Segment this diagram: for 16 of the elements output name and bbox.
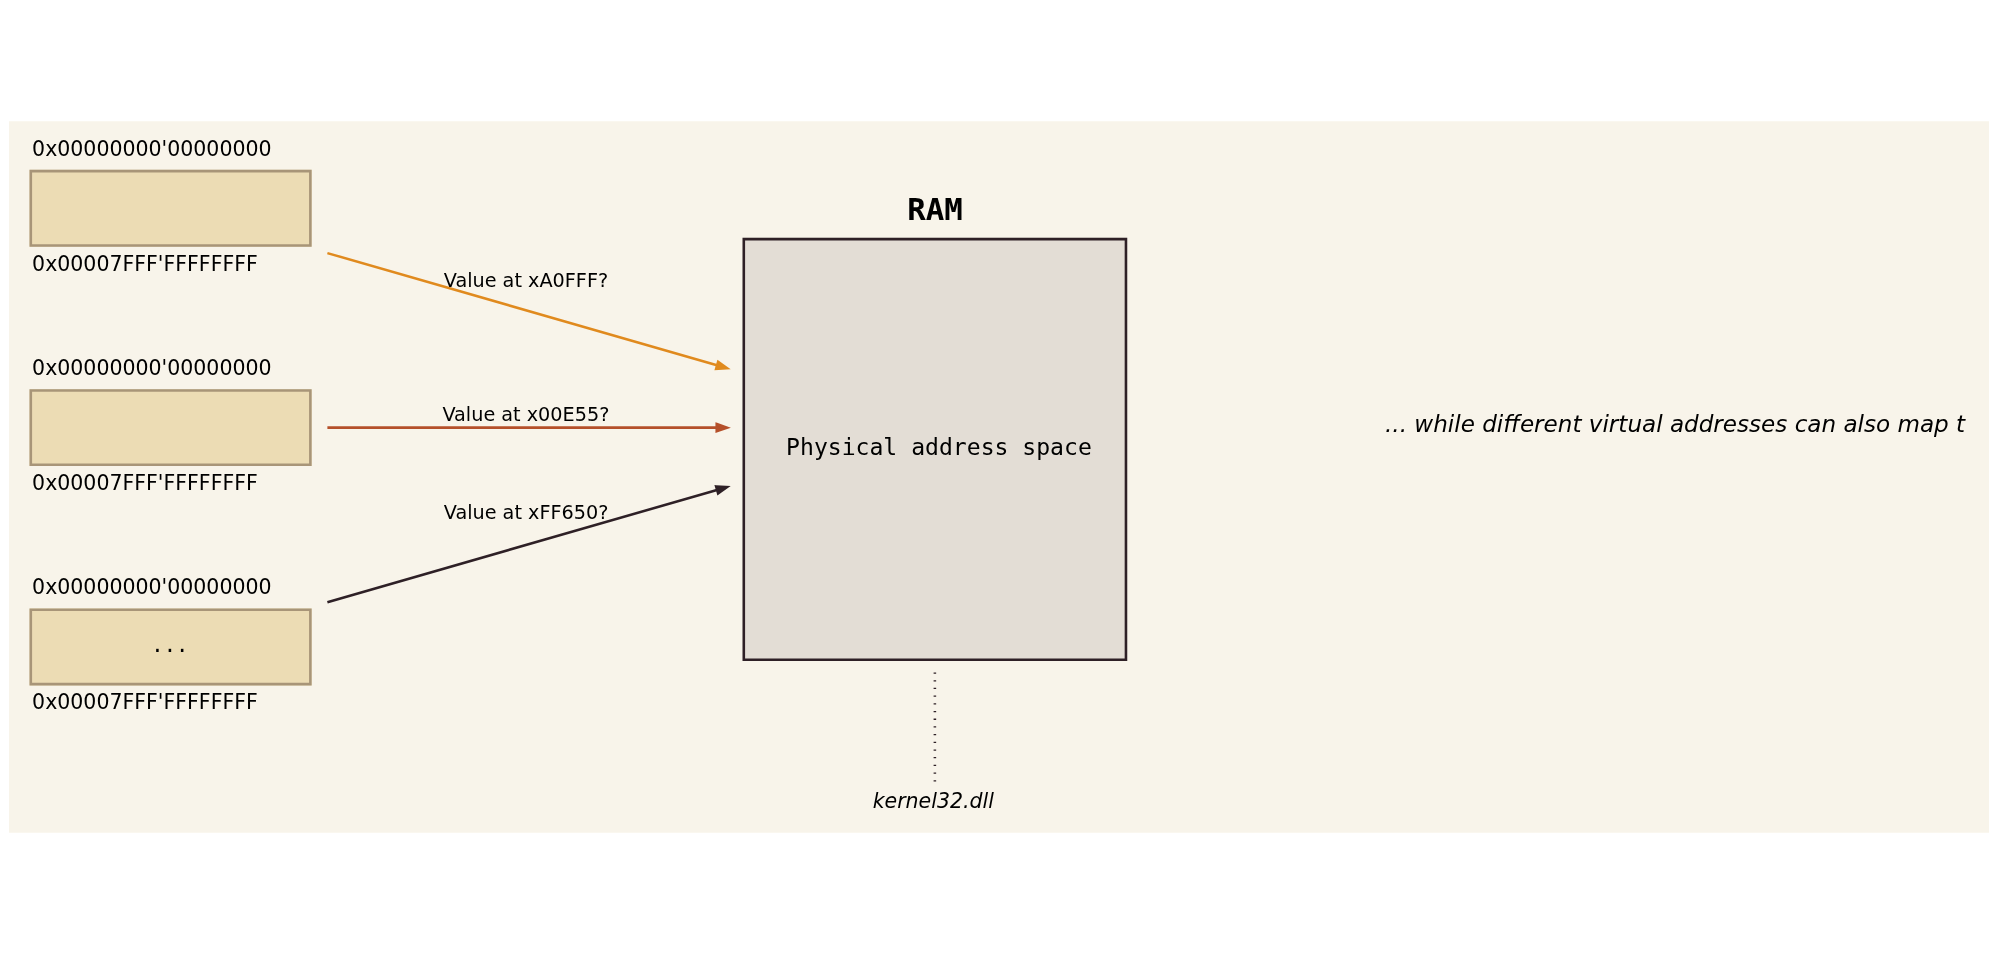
- node-label: 0x00000000'00000000: [31, 575, 272, 600]
- node-label: 0x00000000'00000000: [31, 355, 272, 380]
- node-label: 0x00007FFF'FFFFFFFF: [31, 251, 258, 276]
- arrow: [326, 485, 731, 604]
- node-label: RAM: [906, 191, 963, 228]
- edge-label: Value at xFF650?: [443, 500, 608, 524]
- node-label: 0x00000000'00000000: [31, 136, 272, 161]
- arrow: [326, 422, 731, 434]
- label: ... while different virtual addresses can also map t: [1384, 410, 1965, 437]
- node-text: kernel32.dll: [872, 789, 994, 814]
- edge-label: Value at xA0FFF?: [443, 268, 608, 292]
- node-label: 0x00007FFF'FFFFFFFF: [31, 471, 258, 496]
- edge-label: Value at x00E55?: [441, 403, 609, 427]
- node-label: 0x00007FFF'FFFFFFFF: [31, 690, 258, 715]
- connector: [933, 671, 936, 782]
- arrow: [326, 251, 731, 371]
